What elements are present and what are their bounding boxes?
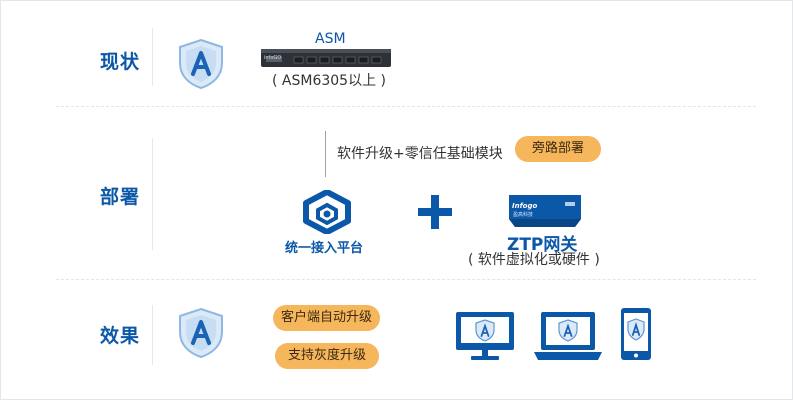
- row-label-status: 现状: [100, 51, 141, 73]
- row-label-deploy: 部署: [100, 186, 141, 208]
- unified-access-platform-icon: [303, 190, 351, 234]
- plus-icon: [418, 195, 452, 229]
- shield-a-icon: [179, 38, 223, 90]
- row-divider-2: [56, 279, 756, 280]
- laptop-icon: [534, 312, 602, 360]
- desktop-monitor-icon: [456, 312, 514, 360]
- label-divider-status: [152, 28, 153, 86]
- feature-connector-line: [325, 131, 326, 177]
- ztp-brand-sub: 盈高科技: [513, 212, 534, 218]
- asm-device-badge: infoGO: [264, 55, 282, 61]
- label-divider-effect: [152, 305, 153, 365]
- bypass-deploy-badge: 旁路部署: [515, 136, 601, 162]
- shield-a-icon: [179, 307, 223, 359]
- ztp-gateway-note: ( 软件虚拟化或硬件 ): [468, 252, 600, 268]
- label-divider-deploy: [152, 138, 153, 250]
- asm-device-note: ( ASM6305以上 ): [272, 73, 386, 89]
- row-label-effect: 效果: [100, 325, 141, 347]
- feature-text: 软件升级+零信任基础模块: [337, 146, 503, 162]
- ztp-gateway-device-icon: [509, 195, 581, 227]
- row-divider-1: [56, 106, 756, 107]
- ztp-brand: Infogo: [512, 202, 538, 210]
- auto-upgrade-badge: 客户端自动升级: [273, 305, 380, 331]
- platform-label: 统一接入平台: [285, 241, 364, 256]
- asm-appliance-icon: [261, 49, 391, 67]
- gray-upgrade-badge: 支持灰度升级: [275, 343, 379, 369]
- ztp-gateway-title: ZTP网关: [507, 235, 578, 255]
- mobile-phone-icon: [621, 308, 651, 360]
- asm-device-name: ASM: [315, 31, 346, 47]
